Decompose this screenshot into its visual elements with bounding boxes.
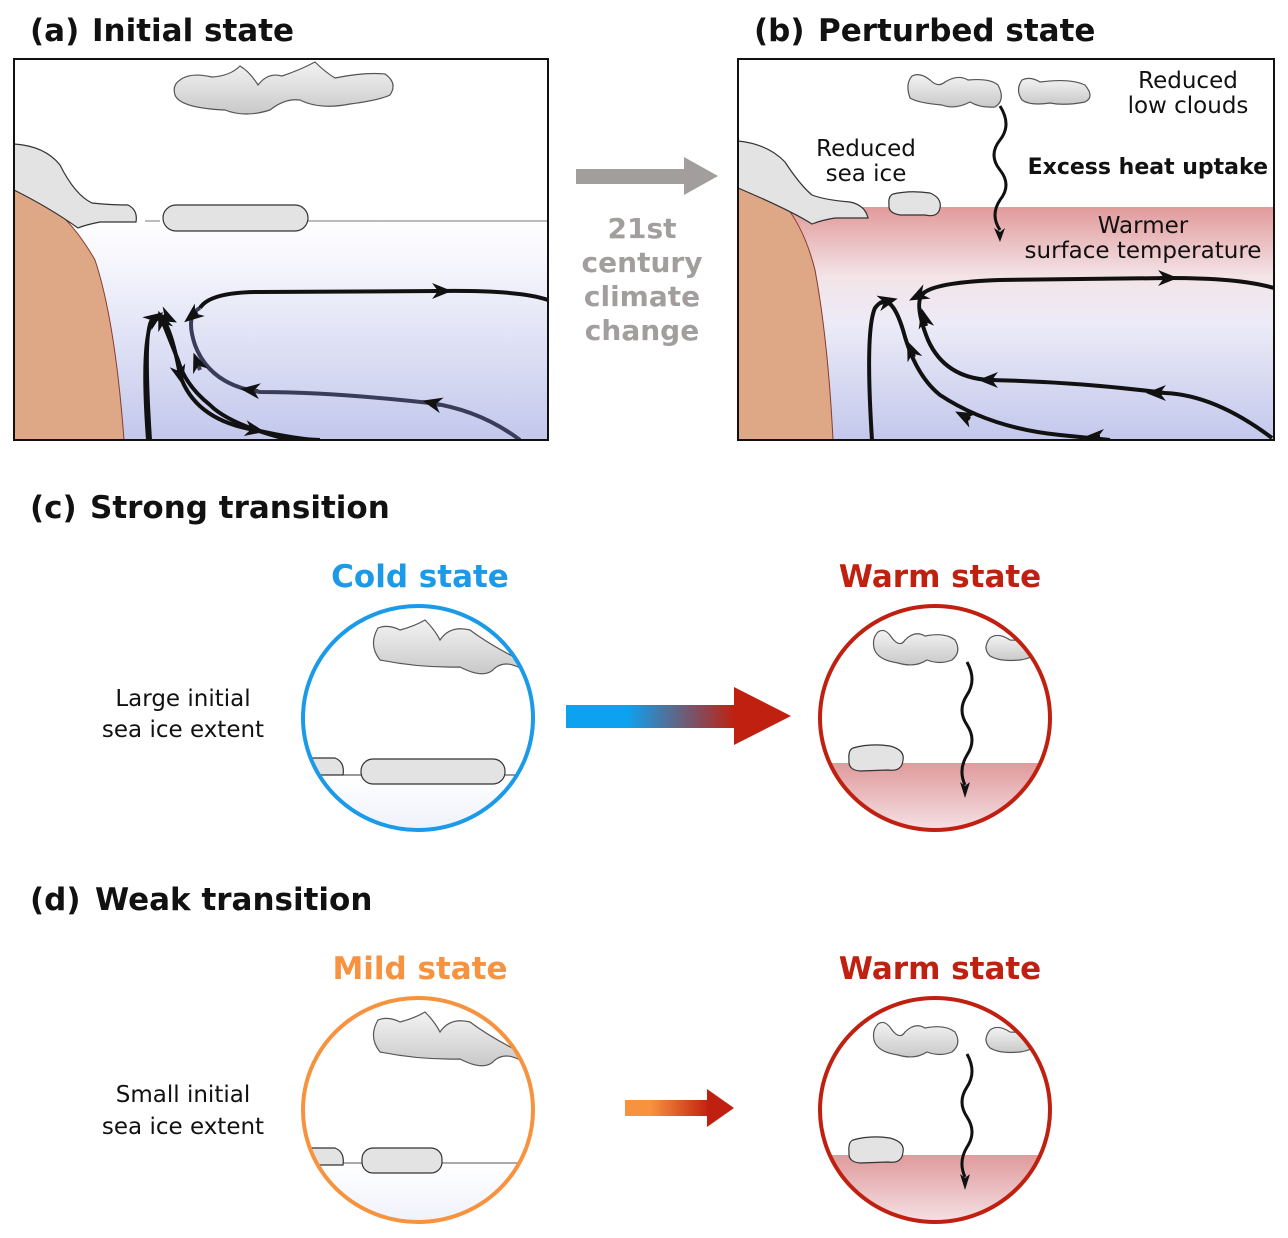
panel-c-title: Strong transition — [90, 490, 390, 526]
reduced-cloud-2 — [1017, 77, 1091, 105]
warm-state-label-d: Warm state — [839, 951, 1041, 987]
circulation-inner — [867, 299, 1111, 440]
label-excess-heat-uptake: Excess heat uptake — [1028, 155, 1268, 180]
arrow-head-icon — [734, 687, 791, 745]
panel-a: (a) Initial state — [13, 13, 549, 441]
warm-state-label-c: Warm state — [839, 559, 1041, 595]
cold-state-label: Cold state — [331, 559, 509, 595]
arrow-head-icon — [707, 1089, 734, 1127]
panel-b-frame — [737, 58, 1275, 441]
sea-ice-floe — [360, 758, 506, 785]
transition-line-3: climate — [584, 280, 700, 313]
warm-state-circle-c — [820, 629, 1050, 830]
panel-a-title: Initial state — [92, 13, 294, 49]
panel-a-frame — [13, 58, 549, 441]
panel-b: (b) Perturbed state Reduced — [737, 13, 1275, 441]
arrow-right-icon — [576, 157, 718, 195]
panel-b-title: Perturbed state — [818, 13, 1095, 49]
label-reduced-low-clouds-1: Reduced — [1138, 68, 1238, 94]
label-warmer-2: surface temperature — [1025, 238, 1262, 264]
label-reduced-sea-ice-1: Reduced — [816, 136, 916, 162]
label-reduced-low-clouds-2: low clouds — [1128, 93, 1249, 119]
label-reduced-sea-ice-2: sea ice — [826, 161, 907, 187]
transition-line-4: change — [585, 314, 699, 347]
panel-c-desc-2: sea ice extent — [102, 717, 264, 743]
panel-d-desc-2: sea ice extent — [102, 1114, 264, 1140]
cold-state-circle — [303, 619, 533, 830]
ice-shelf-reduced — [738, 140, 869, 225]
transition-arrow-weak — [625, 1100, 710, 1116]
panel-a-label: (a) — [30, 13, 79, 49]
warm-state-circle-d — [820, 1021, 1050, 1222]
heat-wave-arrow — [992, 105, 1008, 231]
ice-shelf — [14, 143, 137, 229]
sea-ice-reduced — [888, 191, 941, 217]
arrow-down-icon — [994, 228, 1005, 242]
panel-c-desc-1: Large initial — [115, 686, 250, 712]
panel-c-label: (c) — [30, 490, 77, 526]
mild-state-circle — [303, 1011, 533, 1222]
panel-d: (d) Weak transition Small initial sea ic… — [30, 882, 1052, 1224]
transition-line-2: century — [582, 246, 703, 279]
sea-ice-floe — [162, 204, 309, 232]
panel-c: (c) Strong transition Large initial sea … — [30, 490, 1052, 832]
transition-line-1: 21st — [607, 212, 676, 245]
panel-d-desc-1: Small initial — [116, 1082, 250, 1108]
panel-d-title: Weak transition — [95, 882, 372, 918]
transition-arrow: 21st century climate change — [576, 157, 718, 347]
mild-state-label: Mild state — [332, 951, 507, 987]
label-warmer-1: Warmer — [1098, 213, 1189, 239]
panel-d-label: (d) — [30, 882, 81, 918]
reduced-cloud-1 — [907, 74, 1002, 108]
circulation-middle — [189, 306, 522, 440]
sea-ice-floe — [361, 1147, 443, 1174]
panel-b-label: (b) — [754, 13, 805, 49]
low-cloud — [173, 61, 394, 115]
transition-arrow-strong — [566, 705, 736, 728]
